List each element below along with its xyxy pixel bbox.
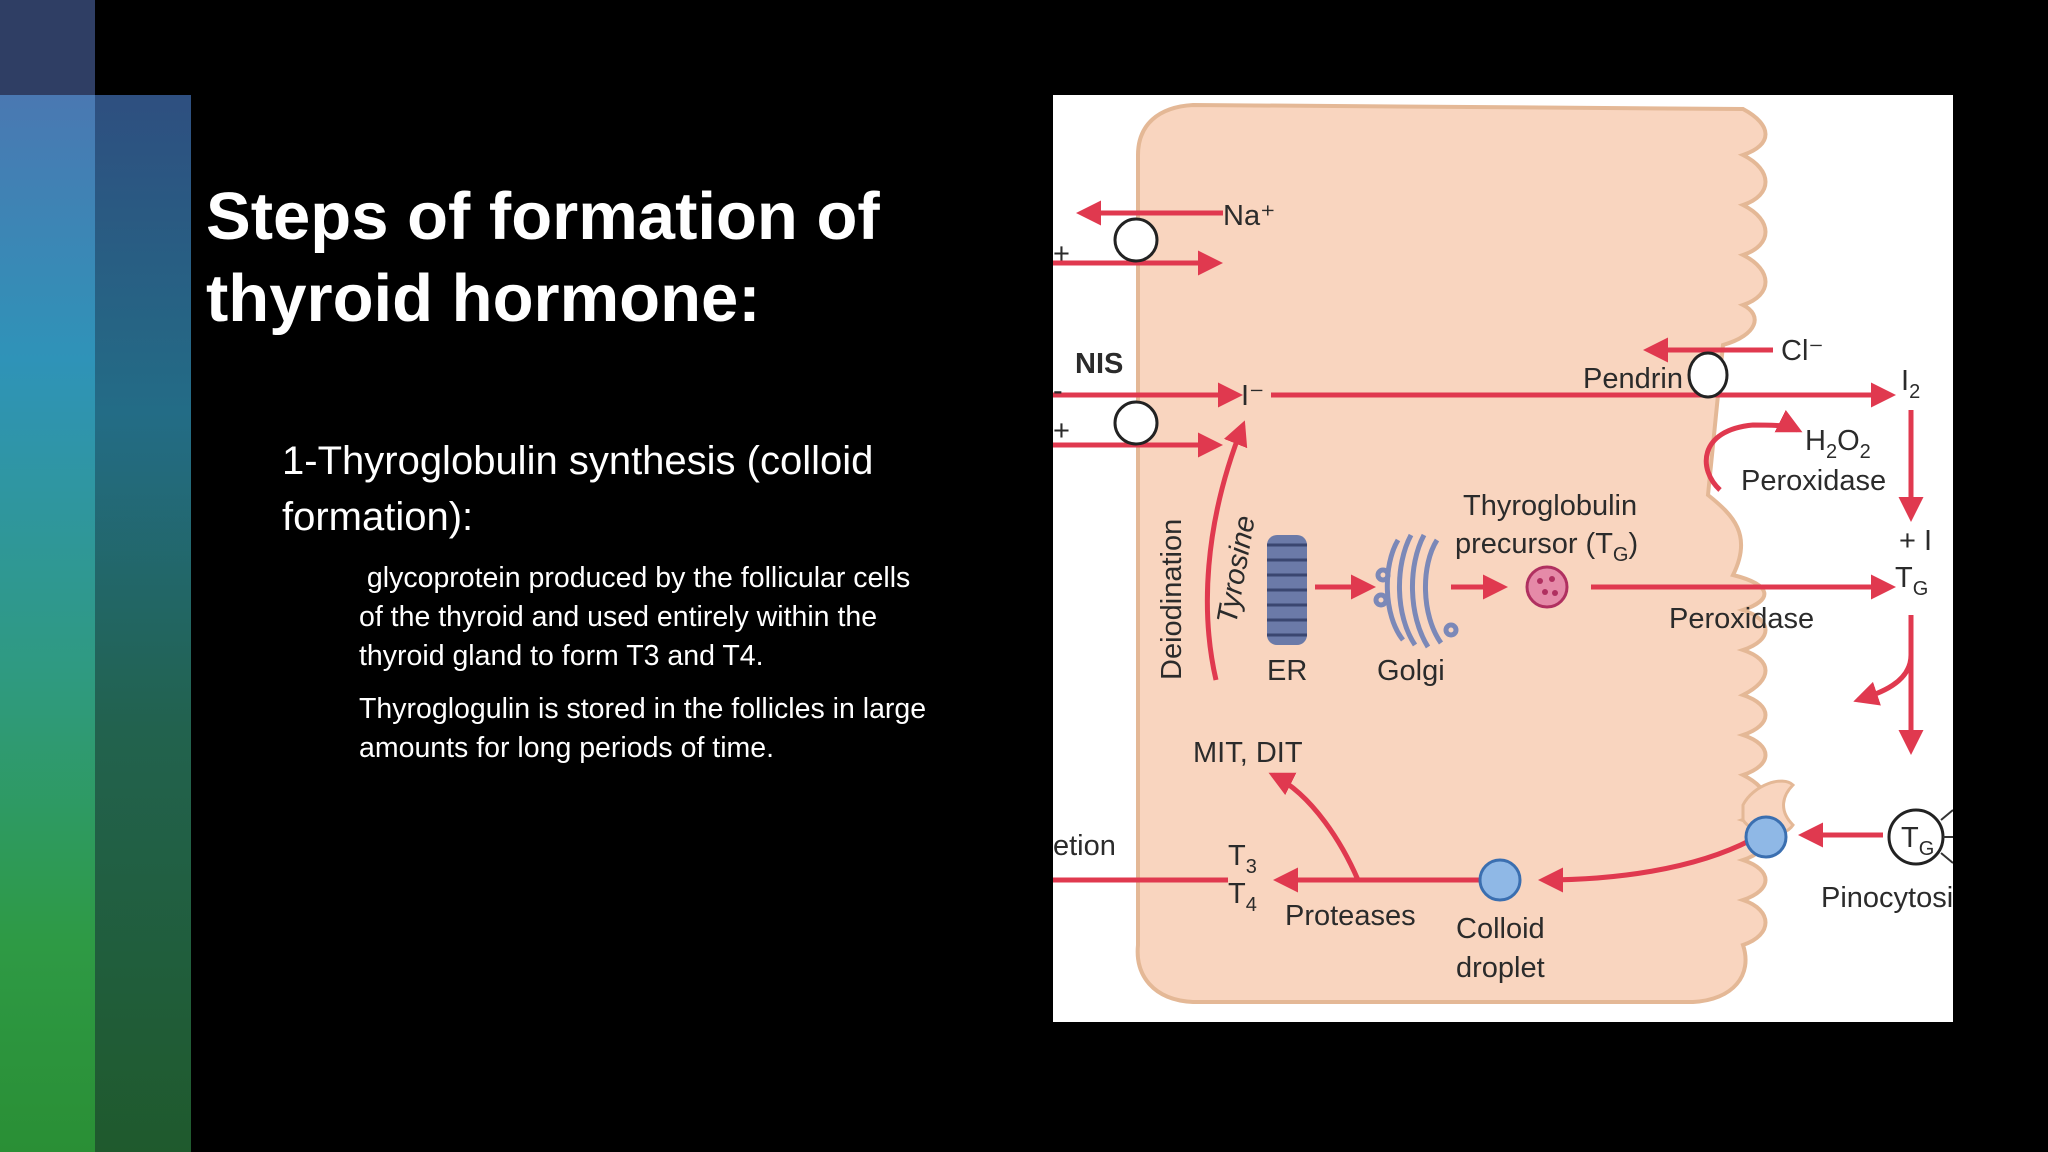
slide-title: Steps of formation of thyroid hormone: — [206, 176, 966, 340]
label-k-plus-mid: + — [1053, 415, 1070, 447]
proteases-mit-arrow — [1268, 772, 1361, 881]
thyroid-cell-svg: Na⁺ + NIS - + I⁻ Cl⁻ Pendrin I2 H2O2 Per… — [1053, 102, 1953, 1004]
label-peroxidase-mid: Peroxidase — [1669, 603, 1814, 635]
paragraph-1-line-2: of the thyroid and used entirely within … — [359, 601, 878, 633]
label-pinocytosis: Pinocytosi — [1821, 882, 1953, 914]
title-line-1: Steps of formation of — [206, 179, 880, 254]
title-line-2: thyroid hormone: — [206, 261, 761, 336]
label-iodine: I2 — [1901, 365, 1920, 403]
paragraph-2-line-2: amounts for long periods of time. — [359, 732, 775, 764]
label-er: ER — [1267, 655, 1307, 687]
paragraph-storage: Thyroglogulin is stored in the follicles… — [359, 690, 979, 768]
decor-bar-outer — [0, 95, 95, 1152]
tyrosine-recycle-arrow — [1204, 420, 1248, 681]
label-colloid: Colloid — [1456, 913, 1545, 945]
step-heading: 1-Thyroglobulin synthesis (colloid forma… — [282, 433, 982, 545]
tg-precursor-icon — [1525, 565, 1569, 609]
label-k-plus-top: + — [1053, 238, 1070, 270]
label-h2o2: H2O2 — [1805, 425, 1871, 463]
label-iodide-left: - — [1053, 375, 1063, 407]
tg-lumen-lines — [1940, 809, 1953, 864]
label-chloride: Cl⁻ — [1781, 335, 1824, 367]
colloid-droplet-apical — [1744, 815, 1788, 859]
nis-transporter — [1113, 400, 1159, 446]
label-nis: NIS — [1075, 348, 1123, 380]
label-iodide: I⁻ — [1241, 380, 1264, 412]
label-pendrin: Pendrin — [1583, 363, 1683, 395]
label-secretion: etion — [1053, 830, 1116, 862]
h2o2-arrow — [1703, 409, 1803, 492]
colloid-droplet — [1478, 858, 1522, 902]
pendrin-transporter — [1687, 351, 1729, 399]
label-t4: T4 — [1228, 878, 1257, 916]
label-proteases: Proteases — [1285, 900, 1416, 932]
label-plus-iodine: + I — [1899, 525, 1932, 557]
paragraph-2-line-1: Thyroglogulin is stored in the follicles… — [359, 693, 927, 725]
label-droplet: droplet — [1456, 952, 1545, 984]
label-golgi: Golgi — [1377, 655, 1445, 687]
paragraph-1-line-3: thyroid gland to form T3 and T4. — [359, 640, 764, 672]
endocytosis-arrow — [1538, 837, 1753, 893]
paragraph-1-line-1: glycoprotein produced by the follicular … — [359, 562, 911, 594]
label-tg-circle: TG — [1901, 822, 1934, 860]
label-t3: T3 — [1228, 840, 1257, 878]
step-heading-line-2: formation): — [282, 495, 474, 539]
label-na-plus: Na⁺ — [1223, 200, 1275, 232]
label-deiodination: Deiodination — [1156, 519, 1188, 680]
label-mit-dit: MIT, DIT — [1193, 737, 1303, 769]
iodination-arrow — [1853, 615, 1914, 706]
label-peroxidase-top: Peroxidase — [1741, 465, 1886, 497]
thyroid-cell-diagram: Na⁺ + NIS - + I⁻ Cl⁻ Pendrin I2 H2O2 Per… — [1053, 95, 1953, 1022]
paragraph-definition: glycoprotein produced by the follicular … — [359, 559, 979, 676]
decor-bar-top — [0, 0, 95, 95]
step-heading-line-1: 1-Thyroglobulin synthesis (colloid — [282, 439, 874, 483]
na-k-pump — [1113, 217, 1159, 263]
er-organelle-icon — [1267, 535, 1307, 645]
label-tg: TG — [1895, 562, 1928, 600]
decor-bar-inner — [95, 95, 191, 1152]
golgi-organelle-icon — [1373, 533, 1459, 649]
label-precursor: precursor (TG) — [1455, 528, 1638, 566]
label-thyroglobulin: Thyroglobulin — [1463, 490, 1637, 522]
